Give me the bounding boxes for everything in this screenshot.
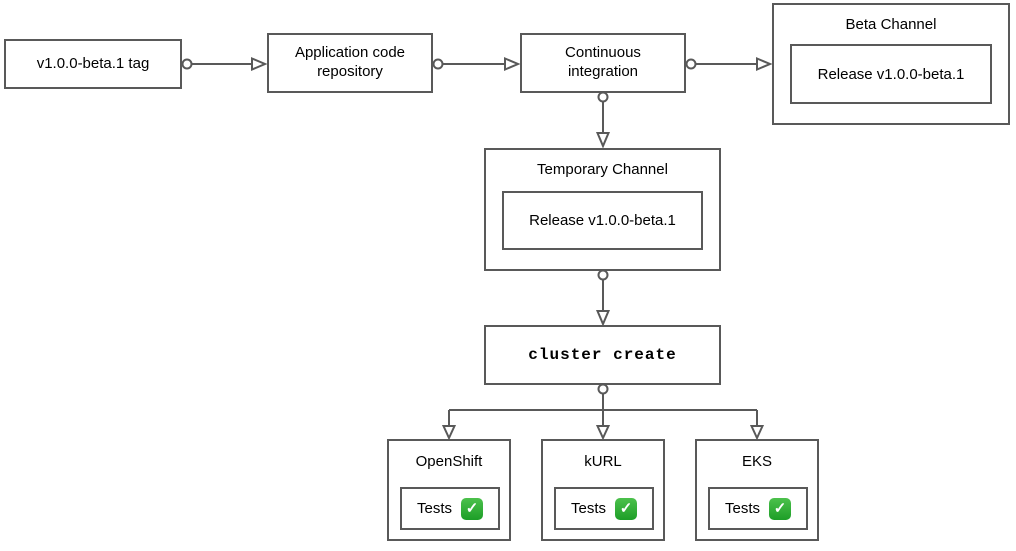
openshift-title: OpenShift — [415, 453, 483, 470]
edge-tag-to-repo — [181, 56, 268, 72]
node-app-code-repository: Application code repository — [267, 33, 433, 93]
temporary-channel-title: Temporary Channel — [537, 161, 668, 178]
eks-tests-box: Tests ✓ — [708, 487, 808, 530]
kurl-title: kURL — [584, 453, 622, 470]
tests-label: Tests — [416, 500, 452, 517]
edge-repo-to-ci — [432, 56, 521, 72]
tests-label: Tests — [724, 500, 760, 517]
check-icon: ✓ — [769, 497, 791, 520]
node-cluster-create: cluster create — [484, 325, 721, 385]
edge-cluster-to-distros — [441, 383, 765, 441]
node-kurl: kURL Tests ✓ — [541, 439, 665, 541]
check-icon: ✓ — [615, 497, 637, 520]
node-temp-release: Release v1.0.0-beta.1 — [502, 191, 703, 250]
node-version-tag-label: v1.0.0-beta.1 tag — [36, 54, 150, 72]
node-openshift: OpenShift Tests ✓ — [387, 439, 511, 541]
edge-ci-to-beta — [685, 56, 773, 72]
check-icon: ✓ — [461, 497, 483, 520]
eks-title: EKS — [741, 453, 772, 470]
node-continuous-integration: Continuous integration — [520, 33, 686, 93]
node-cluster-create-label: cluster create — [528, 346, 677, 364]
node-beta-channel: Beta Channel Release v1.0.0-beta.1 — [772, 3, 1010, 125]
edge-temp-to-cluster — [595, 269, 611, 327]
kurl-tests-box: Tests ✓ — [554, 487, 654, 530]
beta-channel-title: Beta Channel — [845, 16, 937, 33]
node-version-tag: v1.0.0-beta.1 tag — [4, 39, 182, 89]
openshift-tests-box: Tests ✓ — [400, 487, 500, 530]
node-eks: EKS Tests ✓ — [695, 439, 819, 541]
node-beta-release: Release v1.0.0-beta.1 — [790, 44, 992, 104]
node-continuous-integration-label: Continuous integration — [565, 44, 641, 80]
node-temporary-channel: Temporary Channel Release v1.0.0-beta.1 — [484, 148, 721, 271]
edge-ci-to-temp — [595, 91, 611, 149]
tests-label: Tests — [570, 500, 606, 517]
node-app-code-repository-label: Application code repository — [294, 44, 406, 80]
